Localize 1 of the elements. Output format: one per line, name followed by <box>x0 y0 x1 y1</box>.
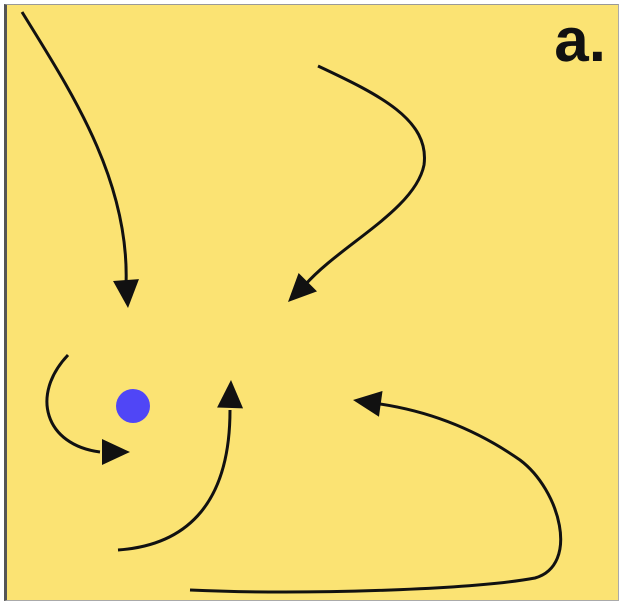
panel-letter: a. <box>554 5 606 77</box>
